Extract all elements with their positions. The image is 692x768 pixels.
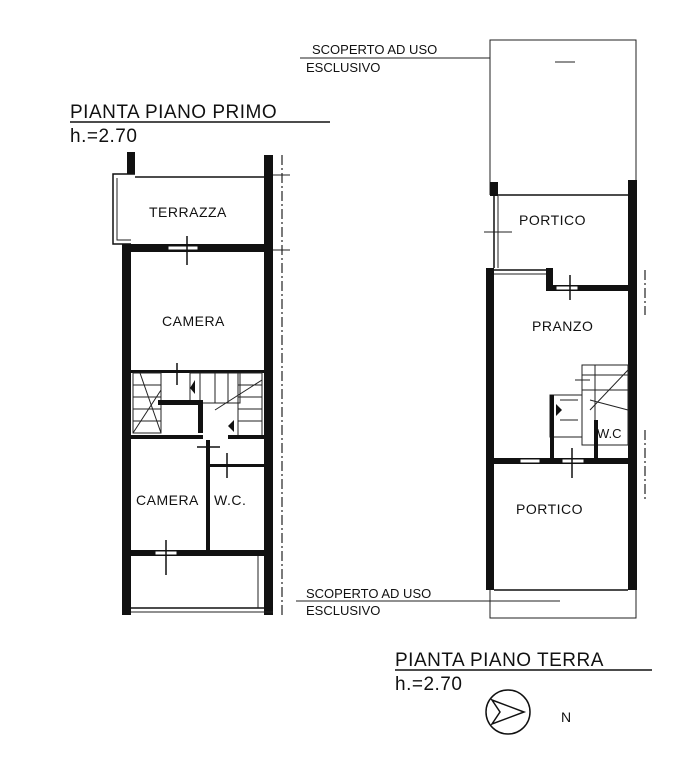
bottom-yard-label-1: SCOPERTO AD USO (306, 586, 431, 601)
north-label: N (561, 709, 572, 725)
ground-floor-title: PIANTA PIANO TERRA (395, 650, 604, 671)
room-label-pranzo: PRANZO (532, 318, 593, 334)
first-floor-height: h.=2.70 (70, 126, 137, 147)
bottom-yard-label-2: ESCLUSIVO (306, 603, 380, 618)
first-floor-title: PIANTA PIANO PRIMO (70, 102, 277, 123)
first-floor-plan: TERRAZZA CAMERA CAMERA W.C. (112, 152, 290, 615)
room-label-wc-ground: W.C (597, 426, 622, 441)
room-label-camera-1: CAMERA (162, 313, 225, 329)
top-yard-label-1: SCOPERTO AD USO (312, 42, 437, 57)
ground-floor-title-block: PIANTA PIANO TERRA h.=2.70 (395, 650, 652, 695)
north-arrow-icon: N (485, 689, 572, 735)
top-yard-label-2: ESCLUSIVO (306, 60, 380, 75)
room-label-terrazza: TERRAZZA (149, 204, 227, 220)
ground-floor-height: h.=2.70 (395, 674, 462, 695)
first-floor-title-block: PIANTA PIANO PRIMO h.=2.70 (70, 102, 330, 147)
room-label-portico-bottom: PORTICO (516, 501, 583, 517)
room-label-portico-top: PORTICO (519, 212, 586, 228)
room-label-wc-first: W.C. (214, 492, 246, 508)
top-yard-annotation: SCOPERTO AD USO ESCLUSIVO (300, 39, 637, 195)
ground-floor-plan: PORTICO PRANZO W.C PORTICO (484, 180, 646, 591)
room-label-camera-2: CAMERA (136, 492, 199, 508)
first-floor-stairs (132, 372, 263, 439)
bottom-yard-annotation: SCOPERTO AD USO ESCLUSIVO (296, 586, 637, 619)
